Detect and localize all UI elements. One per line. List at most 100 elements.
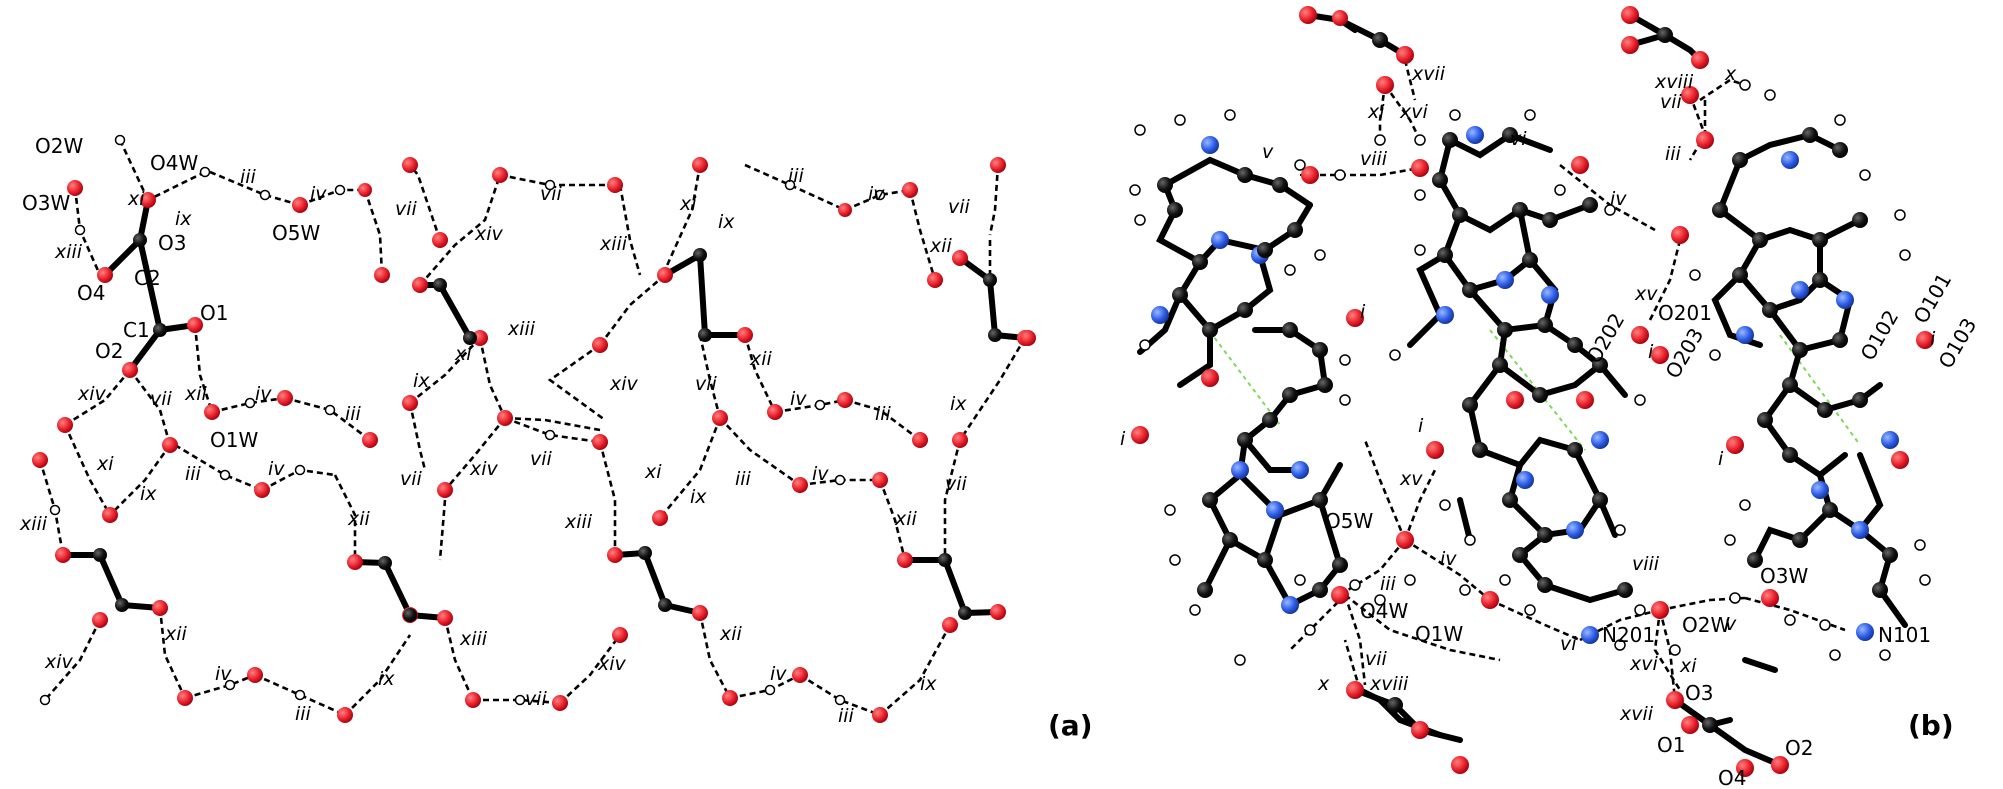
sym-label-xii: xii <box>894 508 918 530</box>
atom-label-O1: O1 <box>200 301 228 325</box>
panel-b-nitrogen-atoms <box>1151 126 1899 644</box>
sym-label-xii: xii <box>749 348 773 370</box>
sym-label-iv: iv <box>255 383 272 405</box>
sym-label-xii: xii <box>929 235 953 257</box>
panel-a-hydrogen-atoms <box>39 134 886 706</box>
sym-label-i: i <box>1930 328 1936 350</box>
sym-label-vii: vii <box>1365 648 1388 670</box>
sym-label-xiv: xiv <box>474 223 504 245</box>
sym-label-vii: vii <box>150 388 173 410</box>
sym-label-xvi: xvi <box>1629 653 1658 675</box>
sym-label-iv: iv <box>868 183 885 205</box>
sym-label-xii: xii <box>719 623 743 645</box>
sym-label-iii: iii <box>1380 573 1397 595</box>
panel-b-pi-stacking <box>1204 324 1861 451</box>
sym-label-vi: vi <box>1560 633 1577 655</box>
sym-label-xiv: xiv <box>609 373 639 395</box>
sym-label-xiii: xiii <box>564 511 593 533</box>
sym-label-x: x <box>1724 63 1737 85</box>
sym-label-iv: iv <box>812 463 829 485</box>
atom-label-N201: N201 <box>1602 623 1655 647</box>
sym-label-iii: iii <box>875 403 892 425</box>
sym-label-ix: ix <box>718 211 735 233</box>
atom-label-O2: O2 <box>1785 736 1813 760</box>
sym-label-x: x <box>1317 673 1330 695</box>
panel-b-symmetry-labels: xvii xi xvi xviii x vii vi viii iii v iv… <box>1120 63 1936 725</box>
sym-label-xvii: xvii <box>1619 703 1654 725</box>
sym-label-ix: ix <box>690 486 707 508</box>
sym-label-xiii: xiii <box>459 628 488 650</box>
panel-b-carbon-atoms <box>1157 27 1898 733</box>
sym-label-xiv: xiv <box>469 458 499 480</box>
sym-label-iii: iii <box>1665 143 1682 165</box>
sym-label-xiii: xiii <box>599 233 628 255</box>
sym-label-iv: iv <box>1440 548 1457 570</box>
sym-label-xiv: xiv <box>77 383 107 405</box>
sym-label-i: i <box>1360 301 1366 323</box>
sym-label-iii: iii <box>788 165 805 187</box>
sym-label-vii: vii <box>945 473 968 495</box>
atom-label-O2W: O2W <box>1682 613 1730 637</box>
sym-label-i: i <box>1418 415 1424 437</box>
sym-label-iv: iv <box>770 663 787 685</box>
atom-label-O102: O102 <box>1856 306 1904 365</box>
atom-label-O202: O202 <box>1582 309 1630 368</box>
atom-label-N101: N101 <box>1878 623 1931 647</box>
atom-label-O4W: O4W <box>1360 599 1408 623</box>
sym-label-xiv: xiv <box>44 651 74 673</box>
sym-label-i: i <box>1120 428 1126 450</box>
sym-label-iv: iv <box>268 458 285 480</box>
atom-label-O4: O4 <box>1718 766 1746 789</box>
atom-label-O5W: O5W <box>272 221 320 245</box>
sym-label-xiii: xiii <box>54 241 83 263</box>
sym-label-vii: vii <box>530 448 553 470</box>
panel-label-b: (b) <box>1908 709 1954 742</box>
atom-label-O201: O201 <box>1658 301 1712 325</box>
sym-label-iii: iii <box>240 166 257 188</box>
sym-label-xii: xii <box>184 383 208 405</box>
sym-label-ix: ix <box>140 483 157 505</box>
atom-label-C1: C1 <box>123 318 150 342</box>
sym-label-vii: vii <box>395 198 418 220</box>
sym-label-ix: ix <box>378 668 395 690</box>
sym-label-v: v <box>1262 141 1274 163</box>
atom-label-O2: O2 <box>95 339 123 363</box>
sym-label-i: i <box>1648 341 1654 363</box>
sym-label-xviii: xviii <box>1654 71 1694 93</box>
panel-a-oxygen-atoms <box>32 157 1036 723</box>
sym-label-xvii: xvii <box>1411 63 1446 85</box>
atom-label-O1W: O1W <box>210 428 258 452</box>
sym-label-vi: vi <box>1510 128 1527 150</box>
sym-label-xi: xi <box>96 453 114 475</box>
sym-label-ix: ix <box>413 370 430 392</box>
sym-label-xi: xi <box>644 461 662 483</box>
atom-label-O1: O1 <box>1657 733 1685 757</box>
sym-label-ix: ix <box>950 393 967 415</box>
sym-label-xii: xii <box>347 508 371 530</box>
sym-label-xi: xi <box>454 343 472 365</box>
atom-label-O4: O4 <box>77 281 105 305</box>
sym-label-viii: viii <box>1632 553 1660 575</box>
sym-label-vii: vii <box>525 688 548 710</box>
sym-label-xviii: xviii <box>1369 673 1409 695</box>
atom-label-O3W: O3W <box>22 191 70 215</box>
panel-b-oxygen-atoms <box>1131 6 1934 777</box>
panel-b-hydrogen-atoms <box>1129 79 1931 666</box>
sym-label-xi: xi <box>1367 101 1385 123</box>
sym-label-iv: iv <box>1610 188 1627 210</box>
atom-label-O3W: O3W <box>1760 564 1808 588</box>
sym-label-xi: xi <box>1679 655 1697 677</box>
sym-label-iv: iv <box>215 663 232 685</box>
sym-label-xiii: xiii <box>19 513 48 535</box>
atom-label-O4W: O4W <box>150 151 198 175</box>
sym-label-xiii: xiii <box>507 318 536 340</box>
sym-label-iii: iii <box>185 463 202 485</box>
sym-label-iii: iii <box>295 703 312 725</box>
panel-b: O5W O4W O1W N201 O2W O3W N101 O201 O202 … <box>1120 6 1981 789</box>
panel-a-symmetry-labels: xi ix iii iv xiii xii xiv vii iv iii xi … <box>19 165 971 727</box>
sym-label-ix: ix <box>175 208 192 230</box>
atom-label-O3: O3 <box>158 231 186 255</box>
sym-label-xvi: xvi <box>1399 101 1428 123</box>
sym-label-viii: viii <box>1360 148 1388 170</box>
